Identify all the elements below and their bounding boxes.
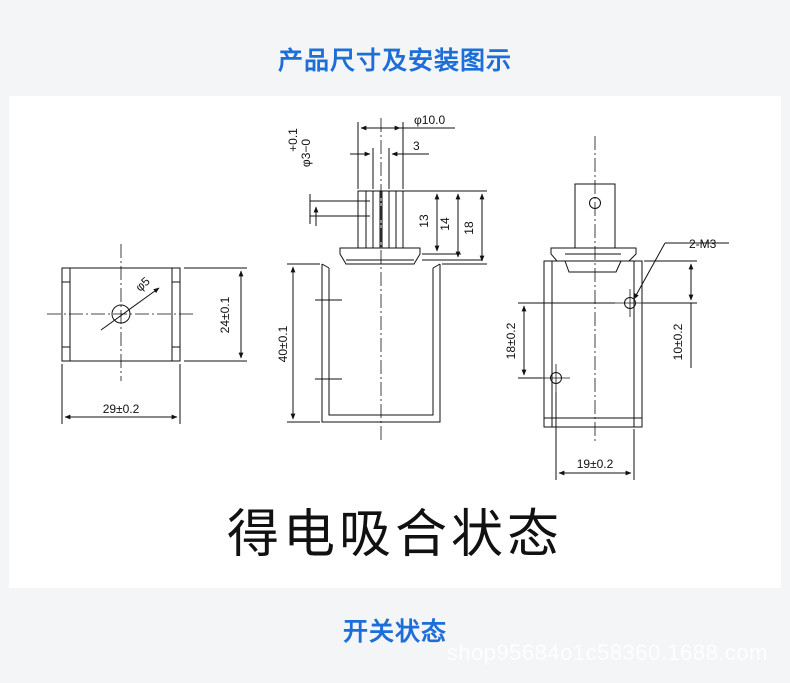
hole-spacing-right-label: 10±0.2 — [671, 323, 685, 360]
center-hole — [111, 304, 131, 324]
front-view — [518, 136, 729, 480]
drawing-panel: φ5 24±0.1 29±0.2 φ10.0 3 +0.1 φ3−0 13 14… — [9, 96, 781, 588]
height-left-label: 24±0.1 — [218, 296, 232, 333]
dim-18-label: 18 — [462, 221, 476, 235]
thread-spec-label: 2-M3 — [689, 237, 717, 251]
state-caption: 得电吸合状态 — [226, 505, 563, 565]
shaft-tol-lower-label: φ3−0 — [299, 139, 313, 167]
technical-drawing: φ5 24±0.1 29±0.2 φ10.0 3 +0.1 φ3−0 13 14… — [47, 113, 729, 480]
top-flange — [339, 247, 421, 265]
dimension-labels: φ5 24±0.1 29±0.2 φ10.0 3 +0.1 φ3−0 13 14… — [103, 113, 717, 471]
end-view — [47, 244, 247, 424]
side-view — [287, 118, 487, 441]
body-height-label: 40±0.1 — [276, 325, 290, 362]
width-right-label: 19±0.2 — [577, 457, 614, 471]
front-view-body — [543, 260, 643, 428]
hole-spacing-left-label: 18±0.2 — [504, 322, 518, 359]
hole-dia-label: φ5 — [133, 274, 153, 294]
dim-13-label: 13 — [417, 214, 431, 228]
dim-14-label: 14 — [438, 217, 452, 231]
shaft-tol-upper-label: +0.1 — [286, 128, 300, 152]
width-left-label: 29±0.2 — [103, 402, 140, 416]
shaft-slot-label: 3 — [413, 139, 420, 153]
section-title: 开关状态 — [342, 617, 447, 646]
page-title: 产品尺寸及安装图示 — [277, 46, 512, 75]
shaft-outer-dia-label: φ10.0 — [414, 113, 445, 127]
watermark: shop95684o1c58360.1688.com — [446, 640, 768, 665]
